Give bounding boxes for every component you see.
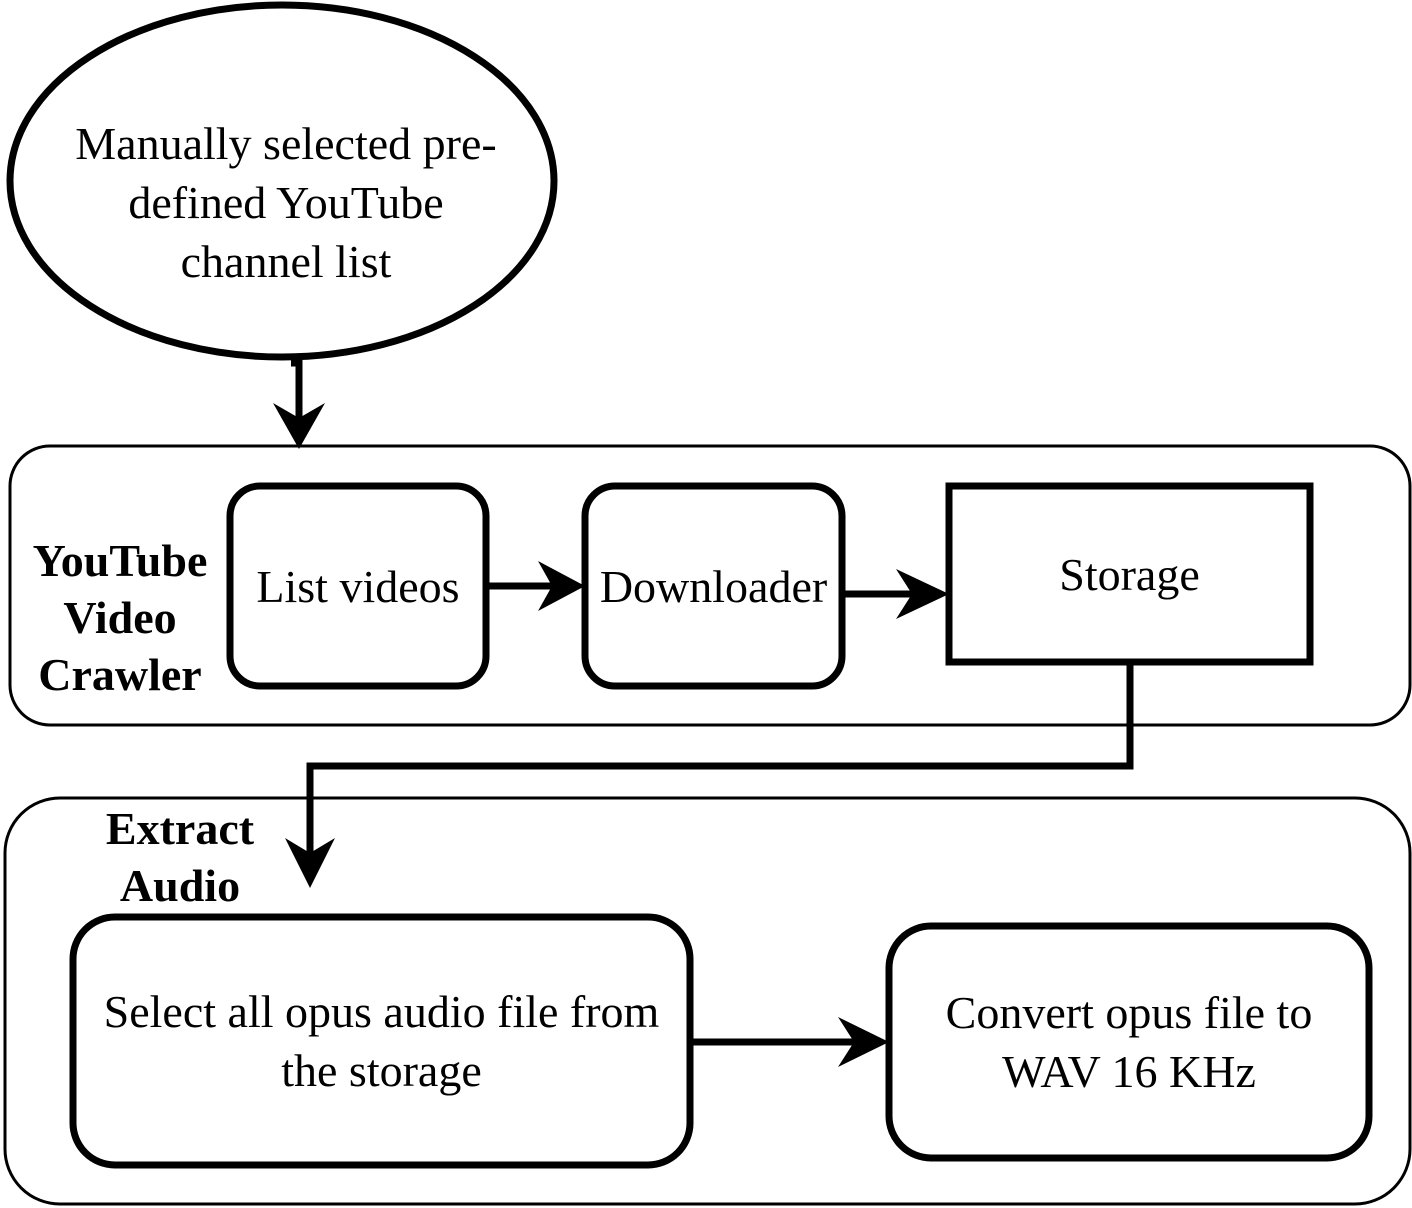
edge-source-to-crawler	[273, 359, 325, 449]
select-opus-label: Select all opus audio file from the stor…	[103, 986, 660, 1096]
storage-label: Storage	[1059, 548, 1200, 600]
edge-select-to-convert	[690, 1017, 889, 1067]
edge-downloader-to-storage	[842, 569, 949, 619]
crawler-group-title: YouTube Video Crawler	[32, 535, 208, 700]
convert-label: Convert opus file to WAV 16 KHz	[945, 987, 1313, 1097]
extract-group-box	[3, 796, 1412, 1206]
storage-box	[945, 482, 1314, 666]
source-label: Manually selected pre-defined YouTube ch…	[75, 118, 497, 287]
edge-storage-to-extract	[285, 662, 1134, 888]
source-ellipse	[6, 1, 558, 361]
edge-list-to-downloader	[486, 561, 585, 611]
list-videos-label: List videos	[256, 560, 460, 612]
downloader-label: Downloader	[599, 560, 828, 612]
extract-group-title: Extract Audio	[105, 803, 255, 911]
crawler-group-box	[8, 444, 1412, 727]
